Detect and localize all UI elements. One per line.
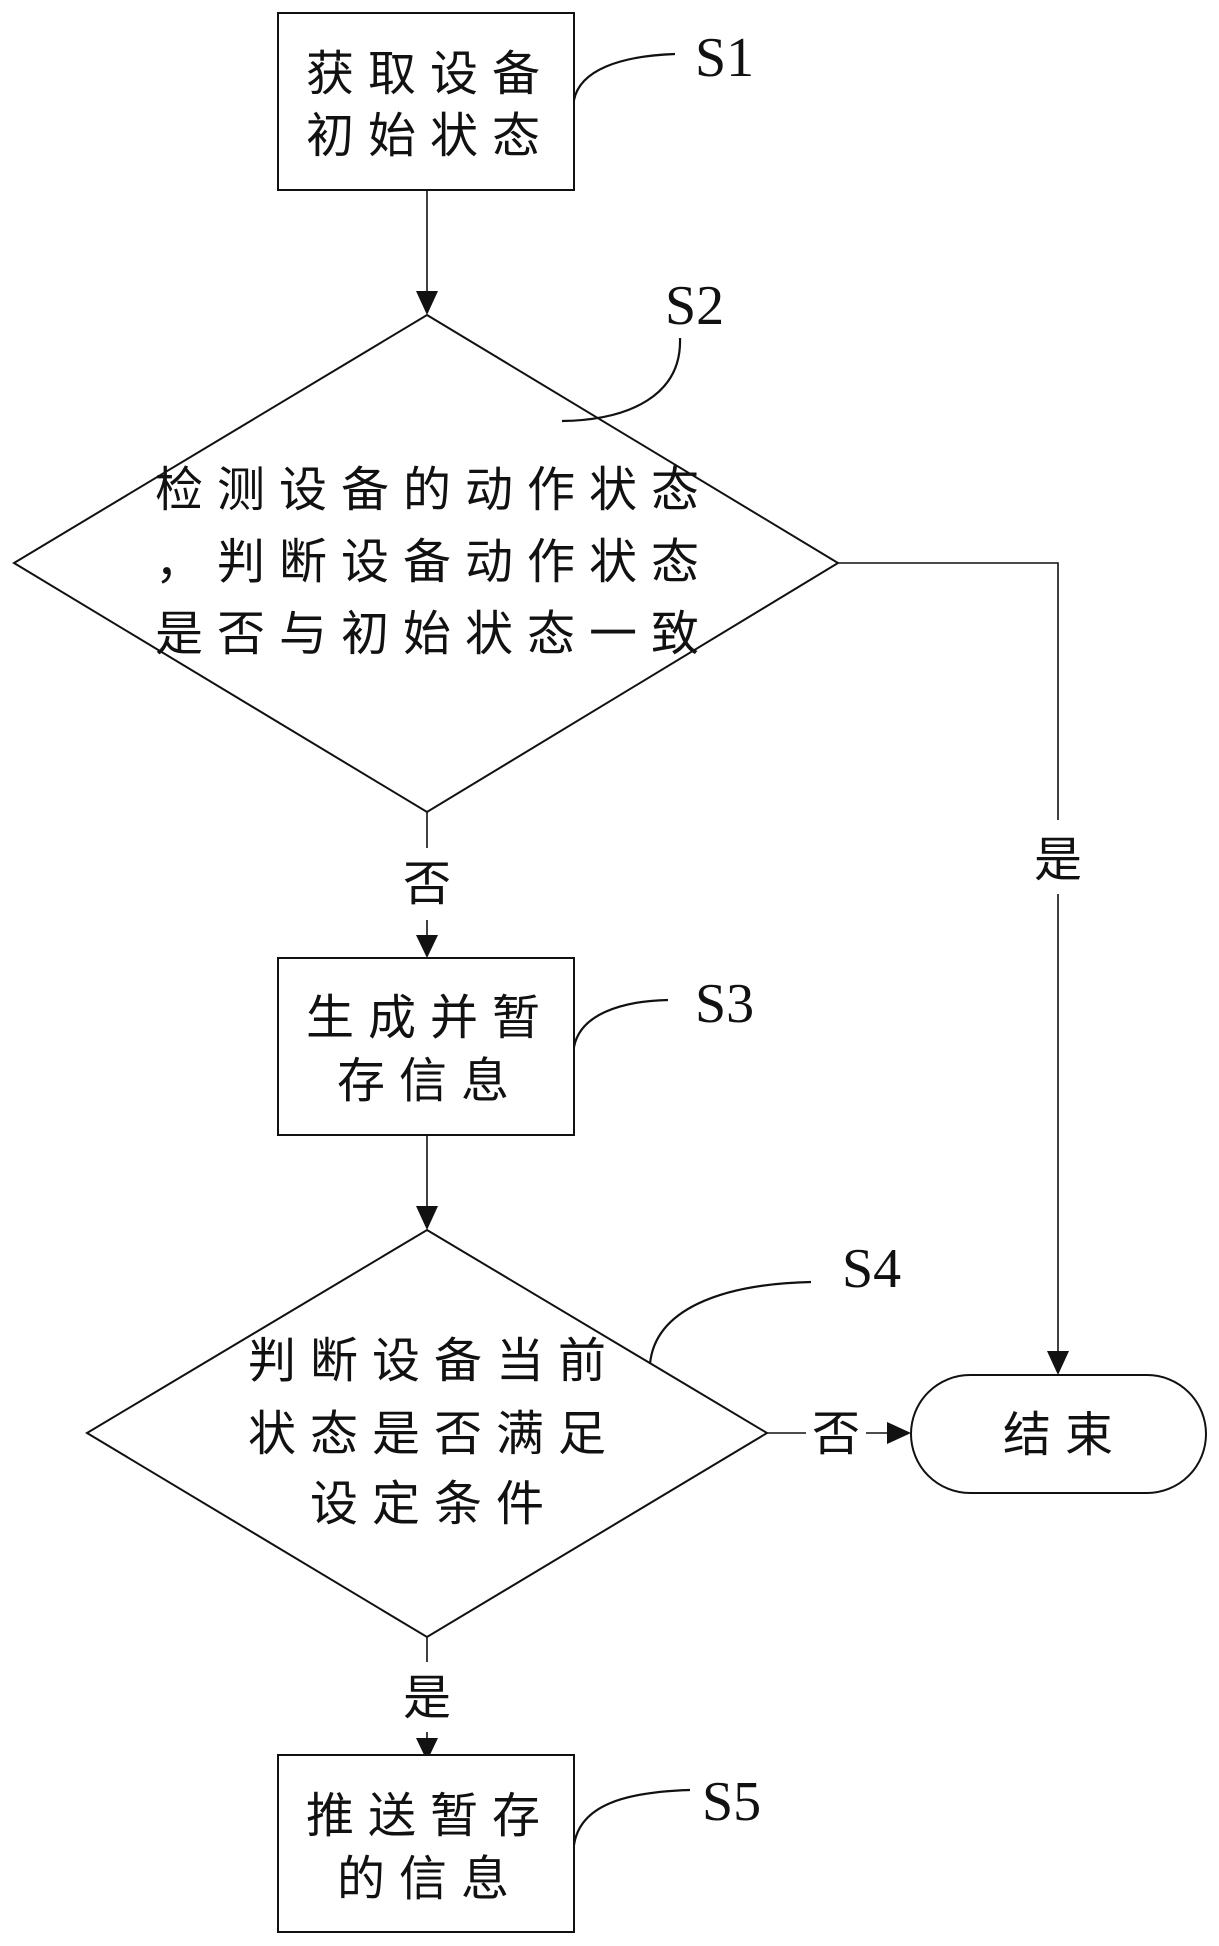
leader-line-s3 (572, 998, 669, 1048)
edge-label-no: 否 (812, 1406, 860, 1462)
node-s2-line-2: ，判断设备动作状态 (155, 534, 713, 590)
edge-s4-s5: 是 (403, 1637, 451, 1761)
arrowhead (416, 1206, 438, 1230)
node-s5-line-2: 的信息 (337, 1851, 523, 1907)
process-box-s1 (277, 12, 575, 191)
node-s4: 判断设备当前 状态是否满足 设定条件 (85, 1228, 769, 1639)
arrowhead (1047, 1351, 1069, 1375)
step-label-s2: S2 (665, 275, 724, 337)
leader-line-s5 (572, 1788, 691, 1846)
node-s2-line-3: 是否与初始状态一致 (155, 606, 713, 662)
node-s4-line-3: 设定条件 (310, 1476, 558, 1532)
connector-line (838, 562, 1059, 820)
step-label-s3: S3 (695, 973, 754, 1035)
node-s3: 生成并暂 存信息 (277, 957, 575, 1136)
node-s5: 推送暂存 的信息 (277, 1754, 575, 1933)
node-s3-line-2: 存信息 (337, 1053, 523, 1109)
node-s3-line-1: 生成并暂 (306, 990, 554, 1046)
arrowhead (416, 1738, 438, 1761)
node-end: 结束 (910, 1374, 1207, 1494)
edge-label-yes: 是 (403, 1670, 451, 1726)
arrowhead (887, 1422, 911, 1444)
step-label-s4: S4 (842, 1238, 901, 1300)
edge-s1-s2 (416, 190, 438, 315)
step-label-s1: S1 (695, 27, 754, 89)
node-s5-line-1: 推送暂存 (306, 1788, 554, 1844)
edge-label-yes: 是 (1034, 832, 1082, 888)
arrowhead (416, 291, 438, 315)
edge-s2-end: 是 (838, 562, 1082, 1375)
node-s1: 获取设备 初始状态 (277, 12, 575, 191)
node-s2-line-1: 检测设备的动作状态 (155, 462, 713, 518)
edge-s2-s3: 否 (403, 812, 451, 958)
step-label-s5: S5 (702, 1771, 761, 1833)
node-s4-line-1: 判断设备当前 (248, 1333, 620, 1389)
leader-line-s1 (572, 52, 676, 101)
node-s2: 检测设备的动作状态 ，判断设备动作状态 是否与初始状态一致 (12, 313, 840, 814)
node-s4-line-2: 状态是否满足 (248, 1406, 620, 1462)
node-s1-line-2: 初始状态 (306, 108, 554, 164)
edge-s4-end: 否 (767, 1406, 911, 1462)
edge-s3-s4 (416, 1135, 438, 1230)
process-box-s3 (277, 957, 575, 1136)
node-end-label: 结束 (1003, 1407, 1127, 1463)
terminal-end (910, 1374, 1207, 1494)
leader-line-s2 (561, 337, 682, 423)
edge-label-no: 否 (403, 856, 451, 912)
process-box-s5 (277, 1754, 575, 1933)
node-s1-line-1: 获取设备 (306, 46, 554, 102)
leader-line-s4 (648, 1280, 812, 1365)
arrowhead (416, 935, 438, 958)
